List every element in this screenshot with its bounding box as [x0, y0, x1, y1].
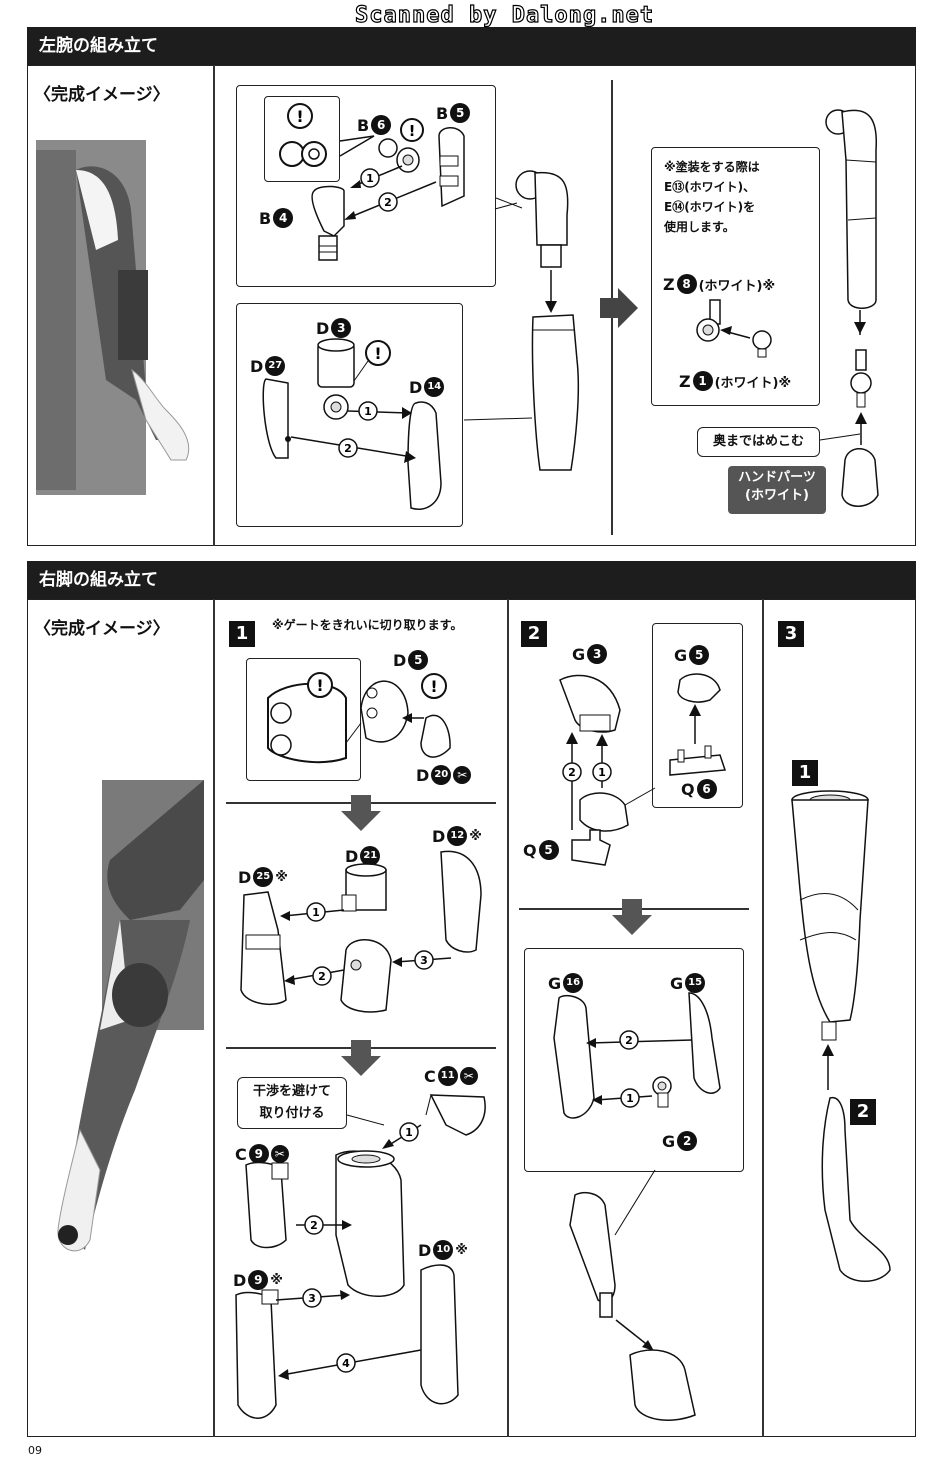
svg-text:2: 2: [344, 442, 352, 455]
left-arm-flow-arrow: [600, 288, 638, 328]
left-arm-completion-image: [36, 140, 190, 495]
step-2-down-arrow: [612, 899, 652, 935]
svg-text:2: 2: [625, 1034, 633, 1047]
svg-text:2: 2: [318, 970, 326, 983]
watermark-text: Scanned by Dalong.net: [354, 2, 655, 28]
step-1-number: 1: [229, 621, 255, 647]
step-3-leg-drawing: [791, 790, 891, 1282]
svg-text:!: !: [374, 344, 381, 363]
step-1-gate-note: ※ゲートをきれいに切り取ります。: [272, 618, 463, 632]
page-number: 09: [28, 1444, 42, 1457]
left-arm-joint-drawing: [696, 299, 772, 358]
right-leg-divider-3: [762, 599, 764, 1437]
svg-text:4: 4: [342, 1357, 350, 1370]
right-leg-divider-1: [213, 599, 215, 1437]
svg-text:1: 1: [598, 766, 606, 779]
cut-gate-icon: ✂: [459, 1067, 478, 1085]
svg-text:!: !: [409, 122, 416, 140]
svg-text:2: 2: [384, 196, 392, 209]
svg-text:3: 3: [308, 1292, 316, 1305]
step-3-sub-label-1: 1: [792, 760, 818, 786]
left-arm-section-title: 左腕の組み立て: [27, 27, 916, 65]
left-arm-assembled-drawing: [494, 170, 580, 471]
svg-text:!: !: [316, 676, 323, 695]
step-1-assembly-a-drawing: 1 2 3: [240, 850, 482, 1013]
svg-text:1: 1: [312, 906, 320, 919]
right-leg-completion-image: [57, 780, 204, 1252]
left-arm-leader-lines: [463, 197, 533, 421]
cut-gate-icon: ✂: [453, 766, 472, 784]
left-arm-final-drawing: [825, 109, 879, 507]
left-arm-completion-label: 〈完成イメージ〉: [34, 85, 170, 105]
left-arm-subassembly-2-drawing: ! 1 2: [262, 338, 442, 510]
step-2-assembled-drawing: [569, 1169, 696, 1421]
svg-text:!: !: [430, 677, 437, 696]
cut-gate-icon: ✂: [270, 1145, 289, 1163]
push-in-leader: [819, 433, 861, 441]
step-2-number: 2: [521, 621, 547, 647]
svg-text:2: 2: [568, 766, 576, 779]
step-3-number: 3: [778, 621, 804, 647]
step-1-assembly-b-drawing: 1 2 3 4: [235, 1094, 486, 1419]
step-2-subassembly-drawing: 2 1: [553, 992, 721, 1119]
step-1-down-arrow-1: [341, 795, 381, 831]
step-2-assembly-a-drawing: 2 1: [559, 673, 727, 866]
step-1-down-arrow-2: [341, 1040, 381, 1076]
left-arm-step-1-label: 1: [366, 172, 374, 185]
right-leg-divider-2: [507, 599, 509, 1437]
push-in-note: 奥まではめこむ: [697, 427, 820, 457]
left-arm-divider: [213, 65, 215, 546]
right-leg-section-title: 右脚の組み立て: [27, 561, 916, 599]
left-arm-paint-note: ※塗装をする際は E⑬(ホワイト)、 E⑭(ホワイト)を 使用します。: [664, 160, 760, 234]
avoid-interference-note: 干渉を避けて 取り付ける: [237, 1077, 347, 1129]
left-arm-subassembly-1-drawing: ! ! 1 2: [279, 103, 465, 261]
svg-text:3: 3: [420, 954, 428, 967]
svg-text:1: 1: [405, 1126, 413, 1139]
svg-text:!: !: [296, 107, 303, 126]
step-3-sub-label-2: 2: [850, 1099, 876, 1125]
svg-text:1: 1: [626, 1092, 634, 1105]
svg-text:1: 1: [364, 405, 372, 418]
hand-parts-label: ハンドパーツ (ホワイト): [728, 466, 826, 514]
step-1-detail-drawing: ! !: [267, 672, 451, 764]
right-leg-completion-label: 〈完成イメージ〉: [34, 619, 170, 639]
svg-text:2: 2: [310, 1219, 318, 1232]
